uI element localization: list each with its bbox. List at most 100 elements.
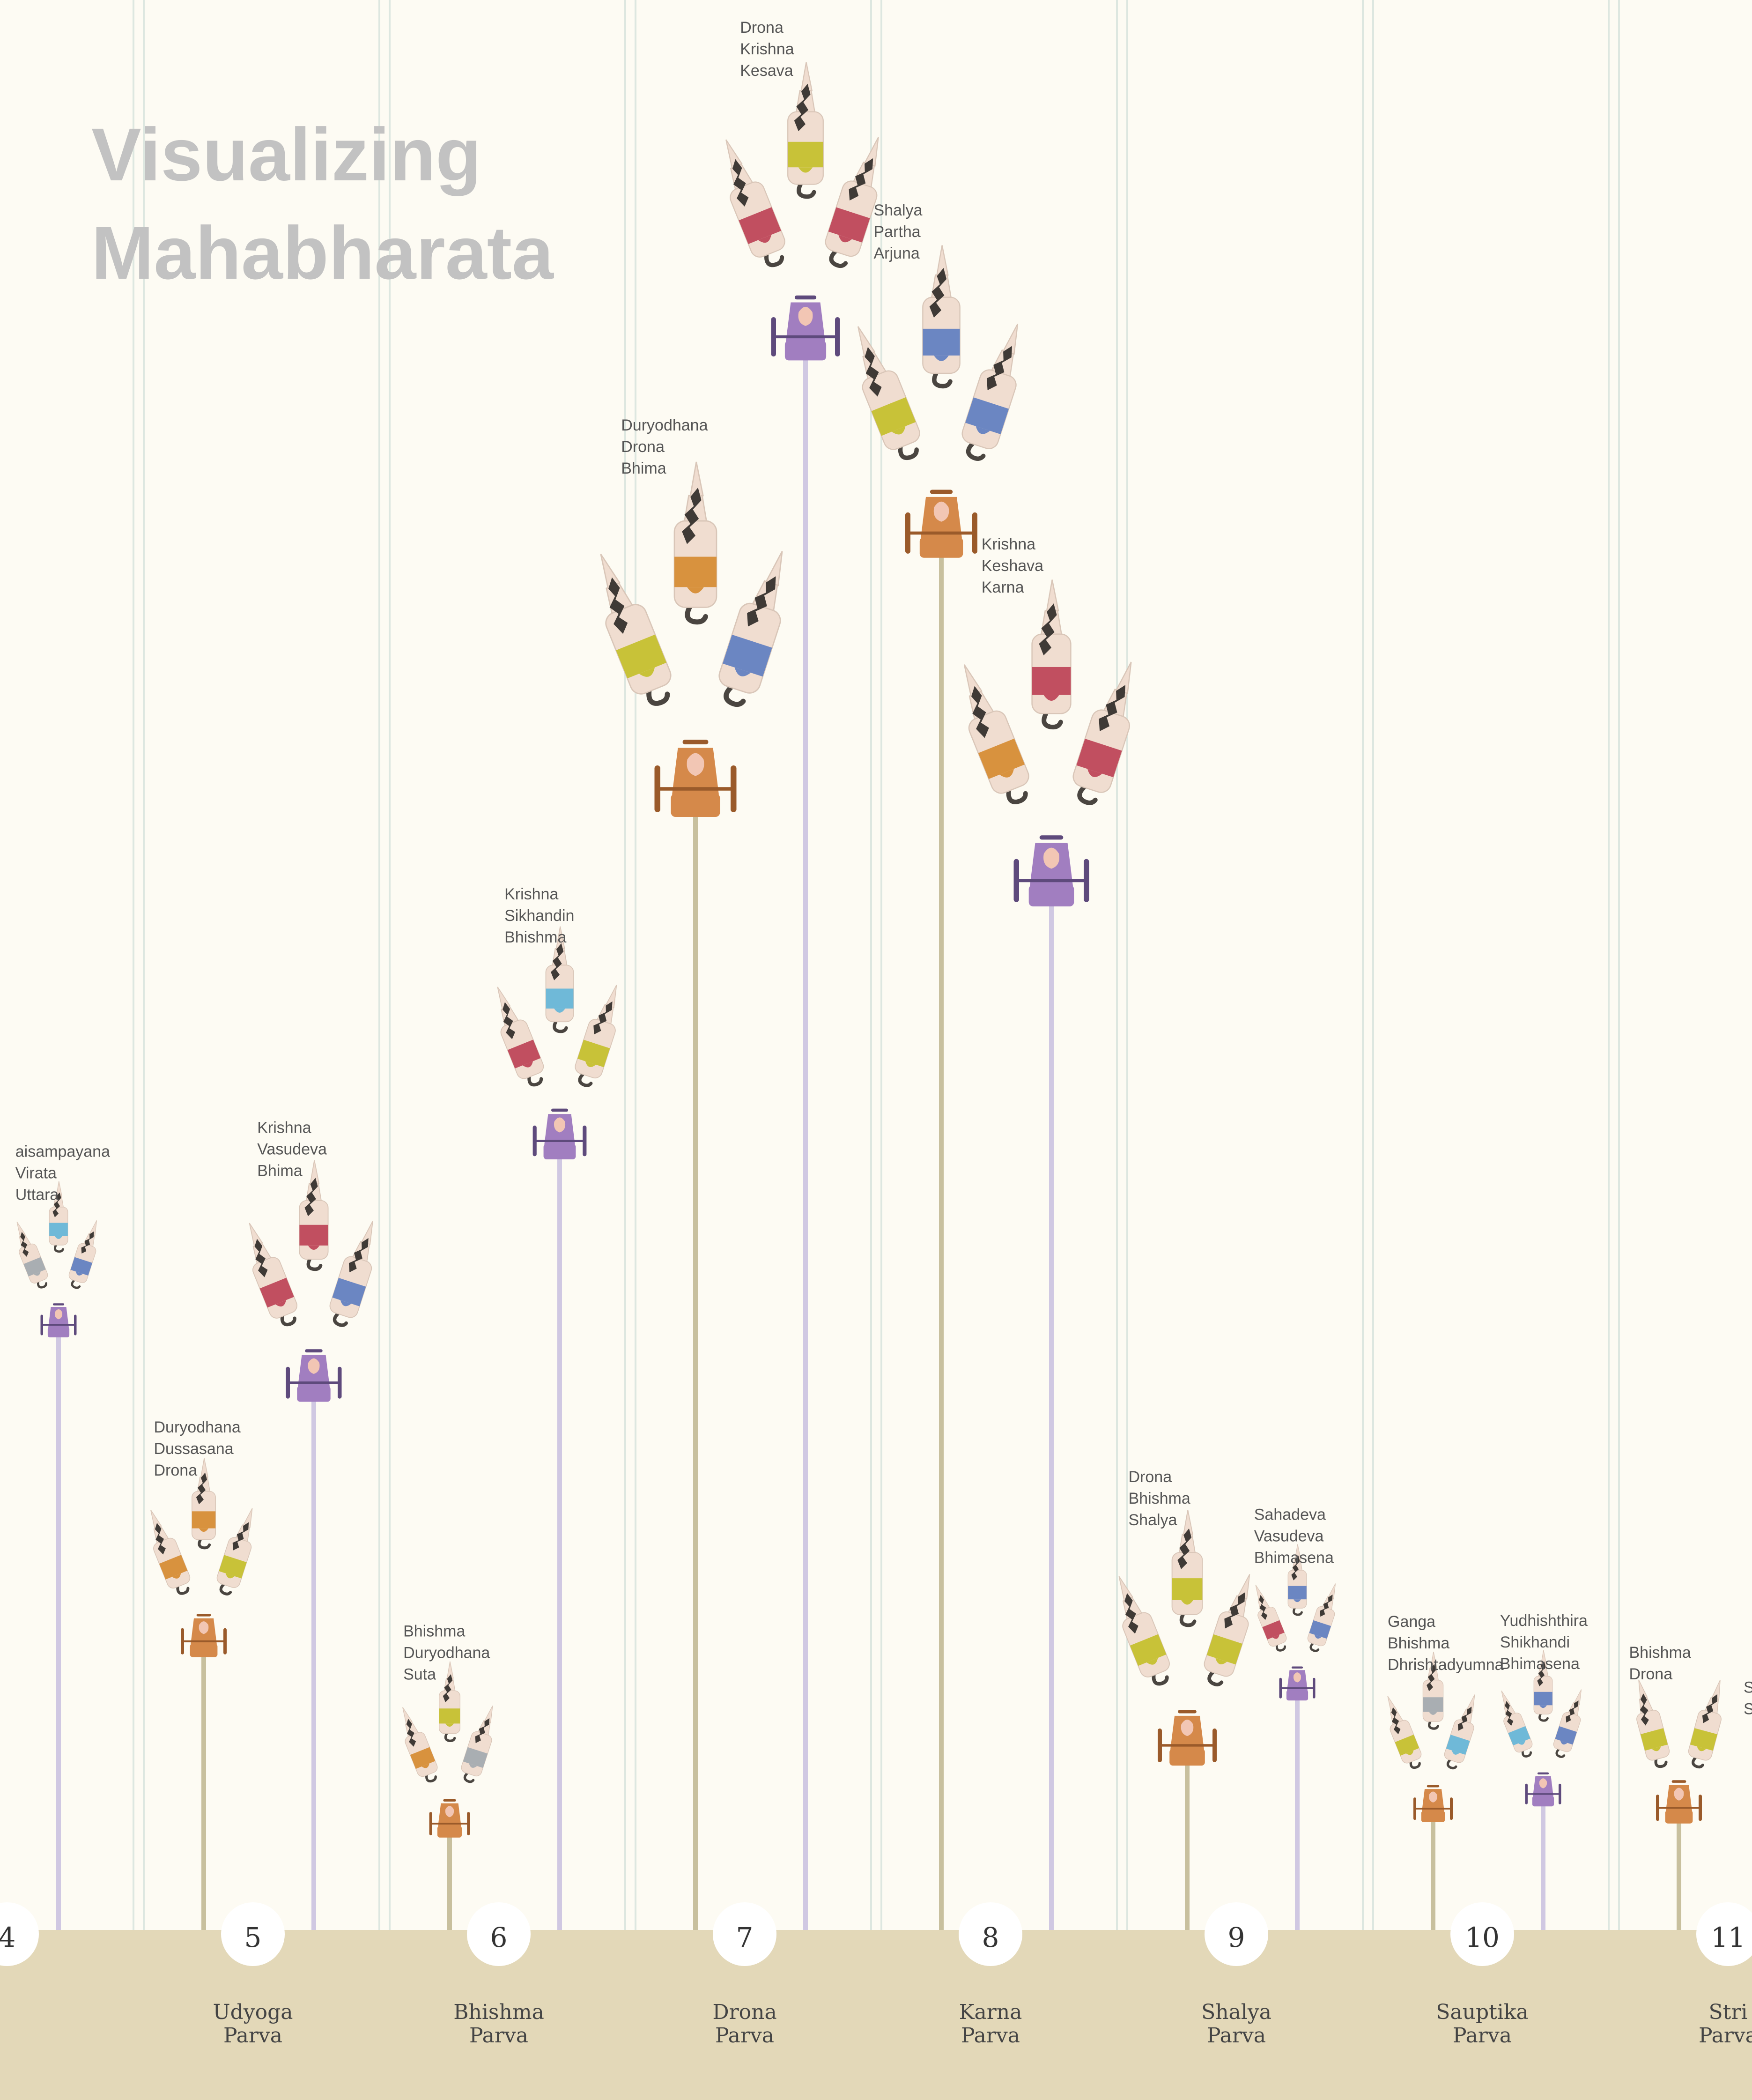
figure-band bbox=[410, 1747, 436, 1769]
figure-band-drip bbox=[1697, 1746, 1706, 1751]
character-name-label: Karna bbox=[982, 579, 1024, 596]
figure-foot bbox=[444, 1732, 456, 1742]
figure-band bbox=[1423, 1697, 1443, 1712]
character-name-label: Drona bbox=[1629, 1665, 1673, 1683]
character-name-label: Ganga bbox=[1388, 1613, 1435, 1631]
character-name-label: Vasudeva bbox=[257, 1141, 327, 1158]
figure-hair bbox=[747, 576, 776, 627]
figure-band-drip bbox=[34, 1271, 41, 1276]
figure-foot bbox=[1555, 1748, 1566, 1758]
figure-foot bbox=[932, 371, 953, 389]
character-name-label: Virata bbox=[15, 1165, 57, 1182]
figure-hair bbox=[1039, 603, 1057, 656]
figure-band bbox=[159, 1555, 188, 1580]
figure-foot bbox=[685, 605, 708, 625]
parva-number: 11 bbox=[1711, 1922, 1745, 1953]
character-name-label: Duryodhana bbox=[154, 1418, 241, 1436]
figure-band-drip bbox=[75, 1271, 83, 1276]
parva-number-badge bbox=[467, 1902, 531, 1966]
character-name-label: Drona bbox=[1129, 1468, 1172, 1486]
parva-name: Parva bbox=[715, 2024, 774, 2048]
figure-band bbox=[674, 557, 717, 587]
figure-band-drip bbox=[55, 1236, 62, 1239]
figure-hair bbox=[849, 158, 873, 200]
figure-band bbox=[739, 207, 781, 245]
character-name-label: Bhima bbox=[621, 460, 666, 477]
figure-hair bbox=[196, 1472, 207, 1505]
character-name-label: Keshava bbox=[982, 557, 1043, 575]
figure-band bbox=[23, 1257, 46, 1276]
character-name-label: Bhishma bbox=[403, 1622, 465, 1640]
character-figure bbox=[725, 139, 785, 267]
parva-name: Stri bbox=[1709, 2000, 1748, 2024]
figure-hair bbox=[1291, 1555, 1300, 1581]
chariot bbox=[1656, 1780, 1702, 1824]
figure-band bbox=[463, 1747, 488, 1768]
character-name-label: Sikhandin bbox=[504, 907, 574, 925]
figure-foot bbox=[198, 1538, 211, 1550]
character-name-label: Sahadeva bbox=[1254, 1506, 1326, 1524]
character-figure bbox=[461, 1706, 493, 1783]
chariot bbox=[1157, 1710, 1217, 1766]
figure-hair bbox=[1320, 1594, 1333, 1617]
figure-hair bbox=[732, 159, 749, 207]
character-name-label: Yudhishthira bbox=[1500, 1612, 1588, 1630]
chariot-emblem bbox=[1043, 847, 1059, 869]
figure-foot bbox=[71, 1279, 81, 1289]
figure-band-drip bbox=[1087, 769, 1102, 777]
figure-band bbox=[1130, 1634, 1167, 1666]
parva-number: 10 bbox=[1465, 1922, 1500, 1953]
character-name-label: Bhima bbox=[257, 1162, 302, 1180]
chariot-base bbox=[671, 794, 720, 817]
figure-band-drip bbox=[421, 1763, 429, 1768]
figure-band bbox=[1262, 1620, 1285, 1640]
figure-band bbox=[1395, 1734, 1419, 1756]
figure-band bbox=[723, 634, 772, 677]
figure-hair bbox=[929, 267, 947, 318]
chariot-base bbox=[919, 537, 963, 558]
figure-foot bbox=[578, 1073, 593, 1087]
chariot-base bbox=[47, 1327, 70, 1337]
chariot bbox=[1279, 1666, 1316, 1701]
character-name-label: Arjuna bbox=[874, 245, 920, 262]
character-name-label: Vasudeva bbox=[1254, 1528, 1324, 1545]
figure-foot bbox=[463, 1772, 475, 1783]
figure-foot bbox=[1152, 1673, 1169, 1686]
figure-hair bbox=[1259, 1595, 1268, 1620]
figure-band-drip bbox=[1272, 1634, 1279, 1639]
parva-number-badge bbox=[1696, 1902, 1752, 1966]
figure-band-drip bbox=[1215, 1658, 1227, 1664]
figure-band-drip bbox=[1406, 1750, 1414, 1755]
figure-band-drip bbox=[1429, 1712, 1437, 1715]
figure-band bbox=[299, 1224, 328, 1246]
parva-number: 7 bbox=[736, 1922, 754, 1953]
figure-band-drip bbox=[1560, 1740, 1567, 1745]
figure-foot bbox=[1692, 1756, 1704, 1769]
parva-name: Parva bbox=[1453, 2024, 1512, 2048]
figure-foot bbox=[527, 1075, 543, 1087]
character-name-label: Dhrishtadyumna bbox=[1388, 1656, 1504, 1674]
figure-foot bbox=[724, 685, 746, 707]
parva-name: Parva bbox=[469, 2024, 528, 2048]
figure-hair bbox=[682, 487, 702, 544]
figure-band bbox=[616, 634, 667, 679]
character-name-label: Duryodhana bbox=[621, 416, 708, 434]
figure-head bbox=[484, 1706, 493, 1723]
character-figure bbox=[249, 1223, 297, 1327]
figure-band-drip bbox=[892, 426, 906, 435]
chariot-base bbox=[1665, 1810, 1693, 1824]
character-figure bbox=[1553, 1689, 1582, 1758]
figure-band bbox=[1534, 1692, 1552, 1706]
figure-band bbox=[70, 1257, 93, 1276]
figure-band bbox=[923, 328, 960, 356]
figure-hair bbox=[1505, 1701, 1514, 1726]
figure-band-drip bbox=[734, 667, 751, 676]
character-name-label: Kesava bbox=[740, 62, 793, 80]
figure-band bbox=[1309, 1620, 1331, 1639]
figure-hair bbox=[1427, 1664, 1436, 1692]
figure-band bbox=[49, 1223, 68, 1236]
figure-hair bbox=[1537, 1661, 1546, 1686]
parva-name: Parva bbox=[223, 2024, 282, 2048]
chariot-base bbox=[297, 1386, 331, 1402]
chariot-emblem bbox=[445, 1806, 454, 1818]
